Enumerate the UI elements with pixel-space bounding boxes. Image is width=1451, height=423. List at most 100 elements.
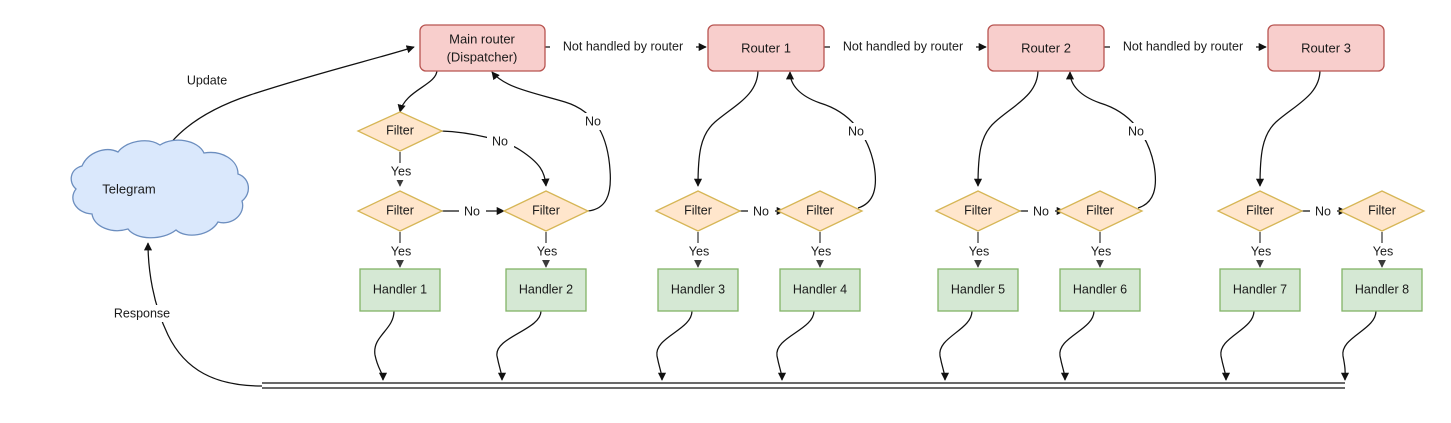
update-label: Update	[187, 73, 227, 87]
yes-label-9: Yes	[1373, 244, 1393, 258]
yes-label-7: Yes	[1091, 244, 1111, 258]
node-handler-7[interactable]: Handler 7	[1219, 268, 1301, 312]
node-filter-h[interactable]: Filter	[1216, 190, 1304, 232]
node-router-3[interactable]: Router 3	[1267, 24, 1385, 72]
edge-handler-6-to-bus	[1059, 310, 1095, 381]
handler-4-label: Handler 4	[793, 282, 847, 296]
cloud-shape	[70, 139, 249, 239]
yes-label-1: Yes	[391, 164, 411, 178]
node-handler-6[interactable]: Handler 6	[1059, 268, 1141, 312]
edge-label-no-main-right: No	[580, 113, 607, 130]
filter-d-label: Filter	[684, 203, 712, 217]
node-filter-g[interactable]: Filter	[1056, 190, 1144, 232]
node-filter-f[interactable]: Filter	[934, 190, 1022, 232]
handler-3-label: Handler 3	[671, 282, 725, 296]
edge-label-yes-9: Yes	[1366, 243, 1400, 260]
edge-label-yes-7: Yes	[1084, 243, 1118, 260]
edge-handler-7-to-bus	[1220, 310, 1255, 381]
node-handler-5[interactable]: Handler 5	[937, 268, 1019, 312]
node-filter-i[interactable]: Filter	[1338, 190, 1426, 232]
yes-label-8: Yes	[1251, 244, 1271, 258]
edge-label-yes-6: Yes	[962, 243, 996, 260]
edge-label-no-r1-right: No	[843, 123, 870, 140]
handler-7-box	[1219, 268, 1301, 312]
edge-label-no-r1-mid: No	[748, 203, 775, 220]
edge-label-yes-3: Yes	[530, 243, 564, 260]
main-router-box	[419, 24, 546, 72]
edge-label-no-r3-mid: No	[1310, 203, 1337, 220]
handler-1-label: Handler 1	[373, 282, 427, 296]
edge-label-not-handled-3: Not handled by router	[1110, 38, 1256, 55]
edge-handler-4-to-bus	[776, 310, 815, 381]
handler-5-label: Handler 5	[951, 282, 1005, 296]
edge-router-1-to-filter-d	[693, 69, 759, 187]
no-label-r2-right: No	[1128, 124, 1144, 138]
edge-label-no-r2-mid: No	[1028, 203, 1055, 220]
edge-router-2-to-filter-f	[973, 69, 1039, 187]
filter-i-label: Filter	[1368, 203, 1396, 217]
yes-label-6: Yes	[969, 244, 989, 258]
filter-g-diamond	[1056, 190, 1144, 232]
handler-4-box	[779, 268, 861, 312]
router-2-box	[987, 24, 1105, 72]
handler-6-box	[1059, 268, 1141, 312]
router-2-label: Router 2	[1021, 40, 1071, 55]
edge-label-yes-1: Yes	[384, 163, 418, 180]
yes-label-3: Yes	[537, 244, 557, 258]
no-label-r1-right: No	[848, 124, 864, 138]
node-filter-e[interactable]: Filter	[776, 190, 864, 232]
node-filter-d[interactable]: Filter	[654, 190, 742, 232]
router-3-box	[1267, 24, 1385, 72]
edge-handler-8-to-bus	[1340, 310, 1377, 381]
edge-label-no-main-top: No	[487, 133, 514, 150]
node-handler-2[interactable]: Handler 2	[505, 268, 587, 312]
filter-b-diamond	[502, 190, 590, 232]
edge-label-yes-8: Yes	[1244, 243, 1278, 260]
node-telegram-cloud[interactable]: Telegram	[70, 139, 249, 239]
response-label: Response	[114, 306, 170, 320]
node-filter-c[interactable]: Filter	[356, 190, 444, 232]
node-router-2[interactable]: Router 2	[987, 24, 1105, 72]
edge-label-not-handled-1: Not handled by router	[550, 38, 696, 55]
edge-handler-3-to-bus	[656, 310, 693, 381]
edge-label-yes-4: Yes	[682, 243, 716, 260]
node-router-1[interactable]: Router 1	[707, 24, 825, 72]
no-label-r1-mid: No	[753, 204, 769, 218]
not-handled-label-1: Not handled by router	[563, 39, 683, 53]
edge-label-update: Update	[181, 72, 233, 89]
filter-d-diamond	[654, 190, 742, 232]
filter-g-label: Filter	[1086, 203, 1114, 217]
node-handler-1[interactable]: Handler 1	[359, 268, 441, 312]
router-1-label: Router 1	[741, 40, 791, 55]
handler-8-label: Handler 8	[1355, 282, 1409, 296]
edge-handler-1-to-bus	[374, 310, 395, 381]
edge-label-response: Response	[108, 305, 176, 322]
filter-i-diamond	[1338, 190, 1426, 232]
edge-response-to-telegram	[143, 242, 263, 387]
main-router-label-line2: (Dispatcher)	[447, 49, 518, 64]
yes-label-5: Yes	[811, 244, 831, 258]
filter-c-label: Filter	[386, 203, 414, 217]
edge-label-no-main-mid: No	[459, 203, 486, 220]
handler-2-box	[505, 268, 587, 312]
handler-6-label: Handler 6	[1073, 282, 1127, 296]
edge-label-yes-5: Yes	[804, 243, 838, 260]
node-filter-a[interactable]: Filter	[356, 111, 444, 152]
filter-h-label: Filter	[1246, 203, 1274, 217]
not-handled-label-3: Not handled by router	[1123, 39, 1243, 53]
node-handler-3[interactable]: Handler 3	[657, 268, 739, 312]
node-handler-4[interactable]: Handler 4	[779, 268, 861, 312]
no-label-main-mid: No	[464, 204, 480, 218]
handler-3-box	[657, 268, 739, 312]
edge-handler-5-to-bus	[939, 310, 973, 381]
main-router-label-line1: Main router	[449, 31, 515, 46]
filter-e-label: Filter	[806, 203, 834, 217]
filter-a-diamond	[356, 111, 444, 152]
no-label-r2-mid: No	[1033, 204, 1049, 218]
handler-7-label: Handler 7	[1233, 282, 1287, 296]
node-filter-b[interactable]: Filter	[502, 190, 590, 232]
node-handler-8[interactable]: Handler 8	[1341, 268, 1423, 312]
no-label-main-right: No	[585, 114, 601, 128]
node-main-router[interactable]: Main router (Dispatcher)	[419, 24, 546, 72]
